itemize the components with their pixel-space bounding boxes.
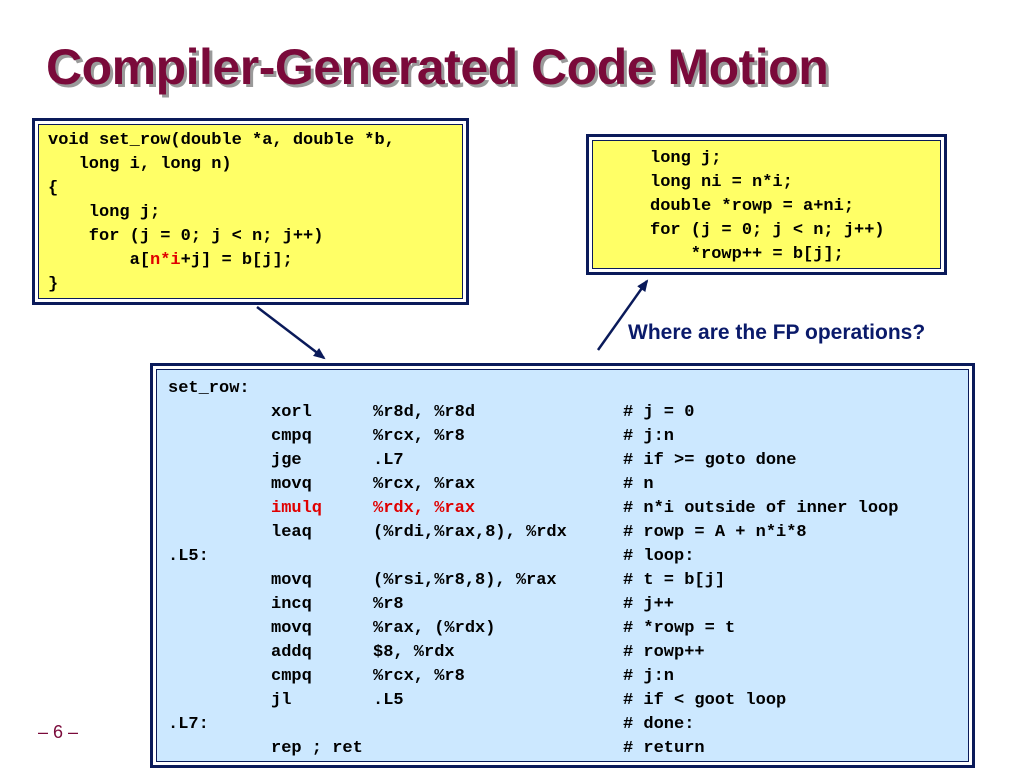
assembly-line: .L7: # done: (168, 713, 968, 737)
assembly-listing: set_row:xorl %r8d, %r8d # j = 0 cmpq %rcx, %… (168, 377, 968, 761)
assembly-comment: # done: (623, 715, 695, 734)
assembly-comment: # n*i outside of inner loop (623, 499, 899, 518)
optimized-line: long ni = n*i; (650, 173, 793, 192)
source-line: } (48, 275, 59, 294)
assembly-opcode: xorl (271, 403, 312, 422)
assembly-line: incq %r8 # j++ (168, 593, 968, 617)
assembly-opcode: addq (271, 643, 312, 662)
assembly-comment: # *rowp = t (623, 619, 736, 638)
assembly-line: set_row: (168, 377, 968, 401)
source-line: long i, long n) (48, 155, 232, 174)
assembly-comment: # if < goot loop (623, 691, 787, 710)
assembly-comment: # rowp = A + n*i*8 (623, 523, 807, 542)
assembly-comment: # n (623, 475, 654, 494)
assembly-line: movq %rax, (%rdx) # *rowp = t (168, 617, 968, 641)
assembly-comment: # j++ (623, 595, 675, 614)
source-code-box: void set_row(double *a, double *b, long … (32, 118, 469, 305)
assembly-label: .L5: (168, 547, 209, 566)
assembly-line: rep ; ret # return (168, 737, 968, 761)
source-line-highlighted: a[n*i+j] = b[j]; (48, 249, 462, 273)
assembly-operands: $8, %rdx (373, 643, 455, 662)
assembly-opcode: rep ; ret (271, 739, 363, 758)
assembly-opcode: cmpq (271, 667, 312, 686)
assembly-opcode: movq (271, 571, 312, 590)
source-line: void set_row(double *a, double *b, (48, 131, 395, 150)
assembly-line: jge .L7 # if >= goto done (168, 449, 968, 473)
assembly-comment: # loop: (623, 547, 695, 566)
optimized-code-box: long j; long ni = n*i; double *rowp = a+… (586, 134, 947, 275)
assembly-operands: (%rdi,%rax,8), %rdx (373, 523, 567, 542)
assembly-label: set_row: (168, 379, 250, 398)
assembly-operands: %rdx, %rax (373, 499, 476, 518)
optimized-line: long j; (650, 149, 722, 168)
assembly-comment: # t = b[j] (623, 571, 726, 590)
assembly-label: .L7: (168, 715, 209, 734)
assembly-operands: %r8d, %r8d (373, 403, 476, 422)
assembly-line: movq (%rsi,%r8,8), %rax # t = b[j] (168, 569, 968, 593)
assembly-opcode: cmpq (271, 427, 312, 446)
assembly-operands: .L7 (373, 451, 404, 470)
assembly-opcode: movq (271, 619, 312, 638)
source-line: for (j = 0; j < n; j++) (48, 227, 324, 246)
assembly-comment: # j:n (623, 667, 675, 686)
assembly-operands: %rax, (%rdx) (373, 619, 496, 638)
arrow-question-to-optimized (596, 279, 649, 351)
assembly-comment: # if >= goto done (623, 451, 797, 470)
assembly-line: jl .L5 # if < goot loop (168, 689, 968, 713)
assembly-operands: .L5 (373, 691, 404, 710)
arrow-source-to-assembly (256, 306, 326, 360)
assembly-operands: (%rsi,%r8,8), %rax (373, 571, 557, 590)
assembly-code-box: set_row:xorl %r8d, %r8d # j = 0 cmpq %rcx, %… (150, 363, 975, 768)
assembly-line: cmpq %rcx, %r8 # j:n (168, 665, 968, 689)
assembly-line: movq %rcx, %rax # n (168, 473, 968, 497)
fp-question-text: Where are the FP operations? (628, 321, 926, 344)
slide-title: Compiler-Generated Code Motion (46, 39, 829, 95)
assembly-operands: %rcx, %rax (373, 475, 476, 494)
assembly-opcode: jl (271, 691, 292, 710)
optimized-line: for (j = 0; j < n; j++) (650, 221, 885, 240)
assembly-line: leaq (%rdi,%rax,8), %rdx # rowp = A + n*i*… (168, 521, 968, 545)
assembly-opcode: imulq (271, 499, 323, 518)
optimized-line: *rowp++ = b[j]; (650, 245, 844, 264)
assembly-operands: %rcx, %r8 (373, 427, 465, 446)
assembly-line: xorl %r8d, %r8d # j = 0 (168, 401, 968, 425)
source-line: long j; (48, 203, 161, 222)
assembly-line: imulq %rdx, %rax # n*i outside of inner lo… (168, 497, 968, 521)
assembly-opcode: incq (271, 595, 312, 614)
assembly-line: cmpq %rcx, %r8 # j:n (168, 425, 968, 449)
highlight-n-times-i: n*i (150, 251, 181, 270)
assembly-comment: # rowp++ (623, 643, 705, 662)
assembly-line: addq $8, %rdx # rowp++ (168, 641, 968, 665)
assembly-operands: %r8 (373, 595, 404, 614)
source-segment: a[ (48, 251, 151, 270)
assembly-line: .L5: # loop: (168, 545, 968, 569)
source-segment: +j] = b[j]; (180, 251, 293, 270)
assembly-opcode: movq (271, 475, 312, 494)
assembly-opcode: jge (271, 451, 302, 470)
optimized-line: double *rowp = a+ni; (650, 197, 855, 216)
assembly-opcode: leaq (271, 523, 312, 542)
assembly-comment: # j = 0 (623, 403, 695, 422)
assembly-comment: # j:n (623, 427, 675, 446)
page-number: – 6 – (38, 722, 79, 742)
assembly-operands: %rcx, %r8 (373, 667, 465, 686)
assembly-comment: # return (623, 739, 705, 758)
source-line: { (48, 179, 59, 198)
